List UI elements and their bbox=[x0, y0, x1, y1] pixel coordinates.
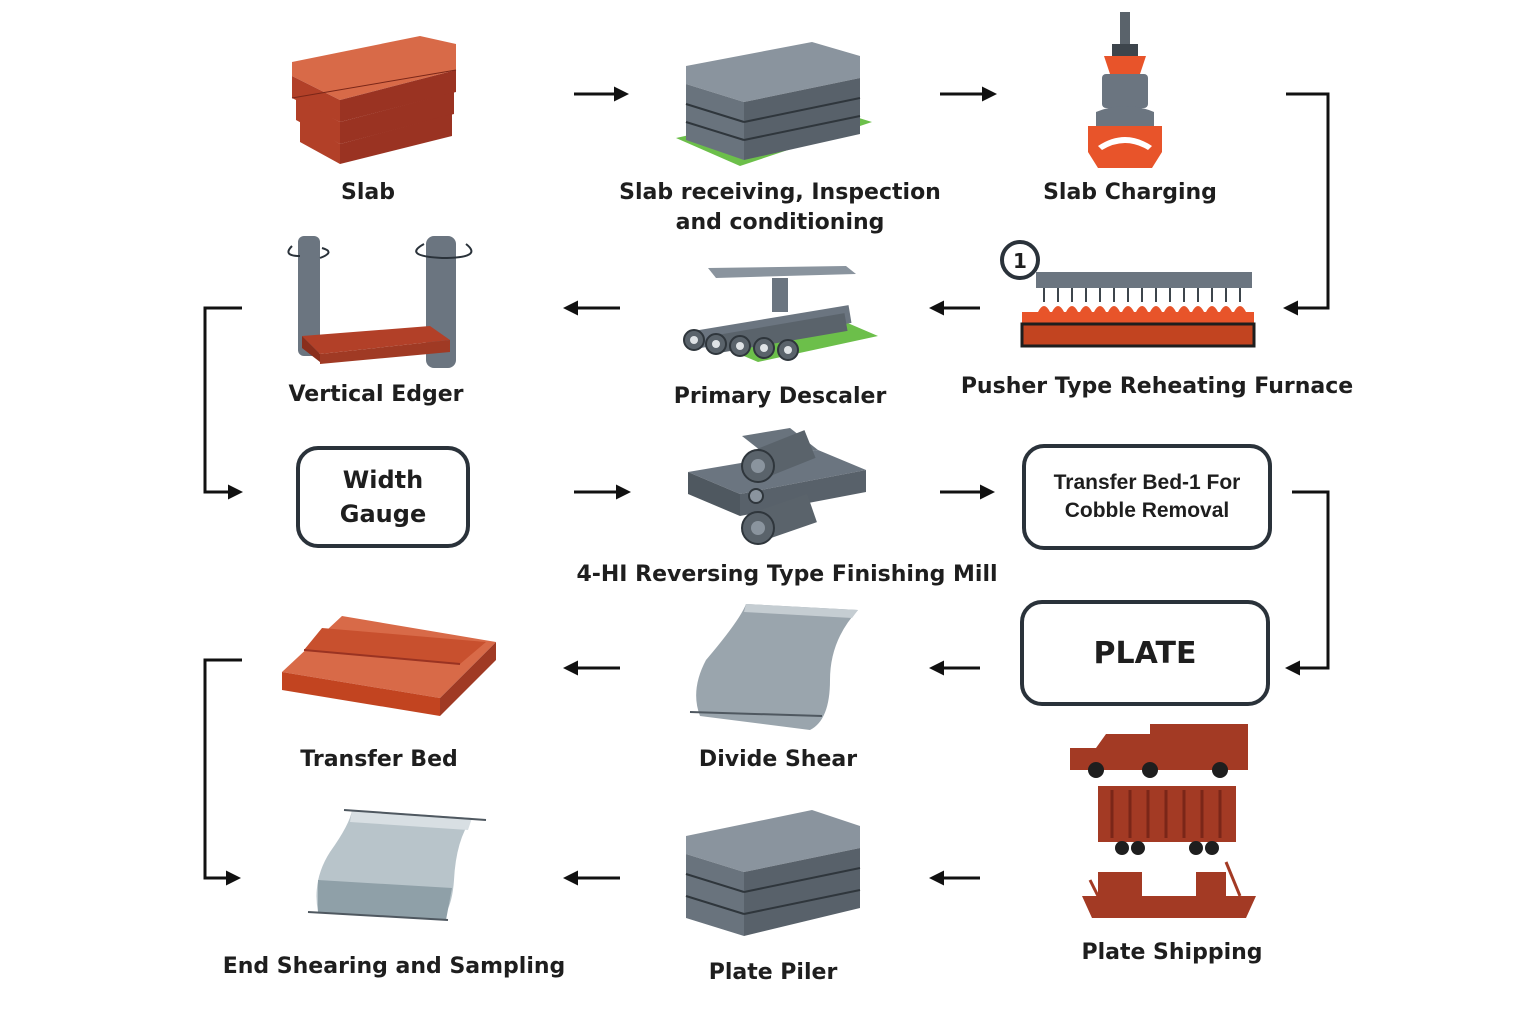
finishing-mill-icon bbox=[688, 428, 866, 545]
reheating-furnace-icon: 1 bbox=[1000, 240, 1256, 348]
transfer-bed-1-line: Transfer Bed-1 For bbox=[1053, 471, 1241, 494]
primary-descaler-icon bbox=[683, 266, 878, 362]
heated-slab bbox=[1220, 306, 1232, 312]
heated-slab bbox=[1192, 306, 1204, 312]
transfer-bed-icon bbox=[282, 616, 496, 716]
step-label-end-shearing: End Shearing and Sampling bbox=[222, 954, 566, 979]
step-label-finishing-mill: 4-HI Reversing Type Finishing Mill bbox=[576, 562, 998, 587]
heated-slab bbox=[1122, 306, 1134, 312]
step-label-slab-receiving: Slab receiving, Inspection and condition… bbox=[619, 178, 941, 238]
heated-slab bbox=[1206, 306, 1218, 312]
heated-slab bbox=[1080, 306, 1092, 312]
heated-slab bbox=[1136, 306, 1148, 312]
step-label-slab-charging: Slab Charging bbox=[1043, 180, 1217, 205]
step-label-line: and conditioning bbox=[675, 210, 885, 235]
plate-shipping-icon bbox=[1070, 724, 1256, 918]
heated-slab bbox=[1038, 306, 1050, 312]
width-gauge-line: Gauge bbox=[339, 500, 427, 528]
ship-icon bbox=[1082, 896, 1256, 918]
heated-slab bbox=[1108, 306, 1120, 312]
transfer-bed-1-box: Transfer Bed-1 For Cobble Removal bbox=[1022, 444, 1272, 550]
step-label-divide-shear: Divide Shear bbox=[698, 747, 858, 772]
transfer-bed-1-line: Cobble Removal bbox=[1064, 499, 1230, 522]
plate-label: PLATE bbox=[1093, 635, 1197, 671]
step-label-plate-piler: Plate Piler bbox=[708, 960, 838, 985]
step-label-plate-shipping: Plate Shipping bbox=[1081, 940, 1263, 965]
step-label-primary-descaler: Primary Descaler bbox=[673, 384, 887, 409]
arrow-elbow-down bbox=[203, 306, 243, 500]
heated-slab bbox=[1052, 306, 1064, 312]
heated-slab bbox=[1094, 306, 1106, 312]
step-number-badge bbox=[1000, 240, 1040, 280]
plate-box: PLATE bbox=[1020, 600, 1270, 706]
step-number-label: 1 bbox=[1013, 249, 1027, 273]
step-label-slab: Slab bbox=[341, 180, 395, 205]
heated-slab bbox=[1234, 306, 1246, 312]
heated-slab bbox=[1178, 306, 1190, 312]
arrow-elbow-down bbox=[1285, 490, 1330, 676]
step-label-transfer-bed: Transfer Bed bbox=[300, 747, 458, 772]
heated-slab bbox=[1066, 306, 1078, 312]
arrow-elbow-down bbox=[203, 658, 242, 886]
step-label-reheating-furnace: Pusher Type Reheating Furnace bbox=[960, 374, 1354, 399]
flow-arrows bbox=[203, 86, 1330, 886]
arrow-elbow-down bbox=[1283, 92, 1330, 316]
heated-slab bbox=[1164, 306, 1176, 312]
slab-icon bbox=[291, 36, 457, 164]
step-label-vertical-edger: Vertical Edger bbox=[288, 382, 464, 407]
width-gauge-box: Width Gauge bbox=[296, 446, 470, 548]
slab-receiving-icon bbox=[676, 42, 872, 166]
vertical-edger-icon bbox=[287, 236, 473, 368]
heated-slab bbox=[1150, 306, 1162, 312]
plate-piler-icon bbox=[685, 810, 861, 936]
divide-shear-icon bbox=[689, 604, 858, 730]
truck-icon bbox=[1150, 724, 1248, 770]
width-gauge-line: Width bbox=[342, 466, 424, 494]
slab-charging-icon bbox=[1088, 12, 1162, 168]
end-shearing-icon bbox=[307, 809, 487, 921]
step-label-line: Slab receiving, Inspection bbox=[619, 180, 941, 205]
